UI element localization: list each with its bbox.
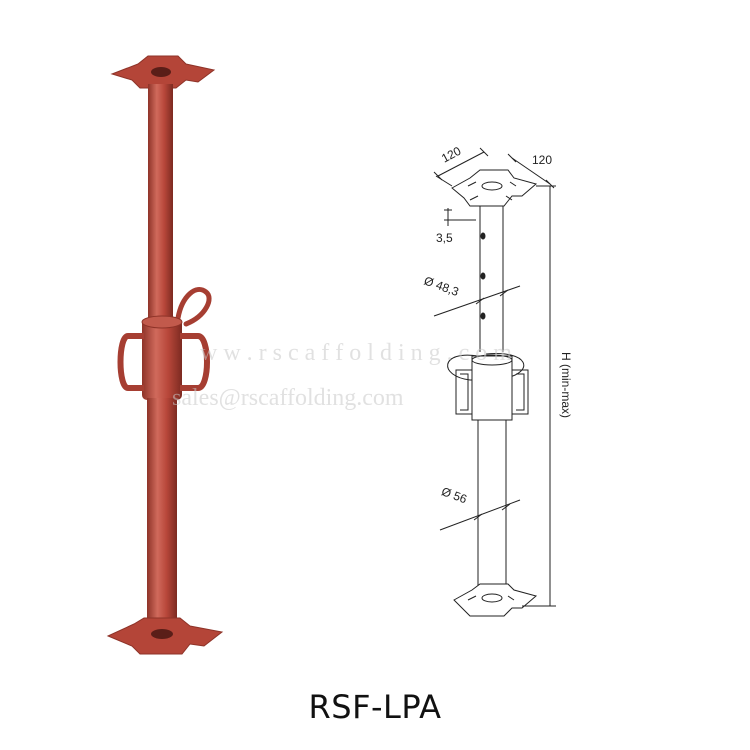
dim-line-plate-a — [433, 147, 489, 187]
dim-line-height — [522, 185, 556, 607]
adjustment-sleeve — [142, 318, 182, 400]
inner-tube — [148, 84, 173, 324]
watermark-line-2: sales@rscaffolding.com — [172, 385, 404, 411]
watermark-line-1: w w . r s c a f f o l d i n g . c o m — [200, 340, 512, 366]
dim-line-outer-diameter — [439, 499, 521, 531]
drawing-sleeve — [455, 354, 529, 421]
label-outer-diameter: Ø 56 — [440, 484, 470, 506]
left-handle — [117, 333, 144, 391]
dim-line-inner-diameter — [433, 285, 521, 317]
label-plate-width-b: 120 — [532, 153, 552, 167]
technical-drawing — [433, 147, 556, 617]
label-plate-thickness: 3,5 — [436, 231, 453, 245]
dim-line-plate-b — [507, 153, 555, 189]
g-pin — [175, 287, 212, 327]
label-inner-diameter: Ø 48,3 — [422, 274, 461, 300]
prop-photo — [106, 55, 224, 655]
drawing-bottom-plate — [453, 583, 538, 617]
right-handle — [180, 333, 210, 391]
label-height: H (min-max) — [559, 352, 573, 418]
label-plate-width-a: 120 — [439, 144, 464, 166]
outer-tube — [147, 398, 177, 630]
product-code: RSF-LPA — [308, 688, 442, 726]
bottom-base-plate — [106, 617, 224, 655]
top-base-plate — [110, 55, 216, 89]
dim-line-thickness — [444, 208, 476, 226]
drawing-top-plate — [451, 169, 538, 207]
